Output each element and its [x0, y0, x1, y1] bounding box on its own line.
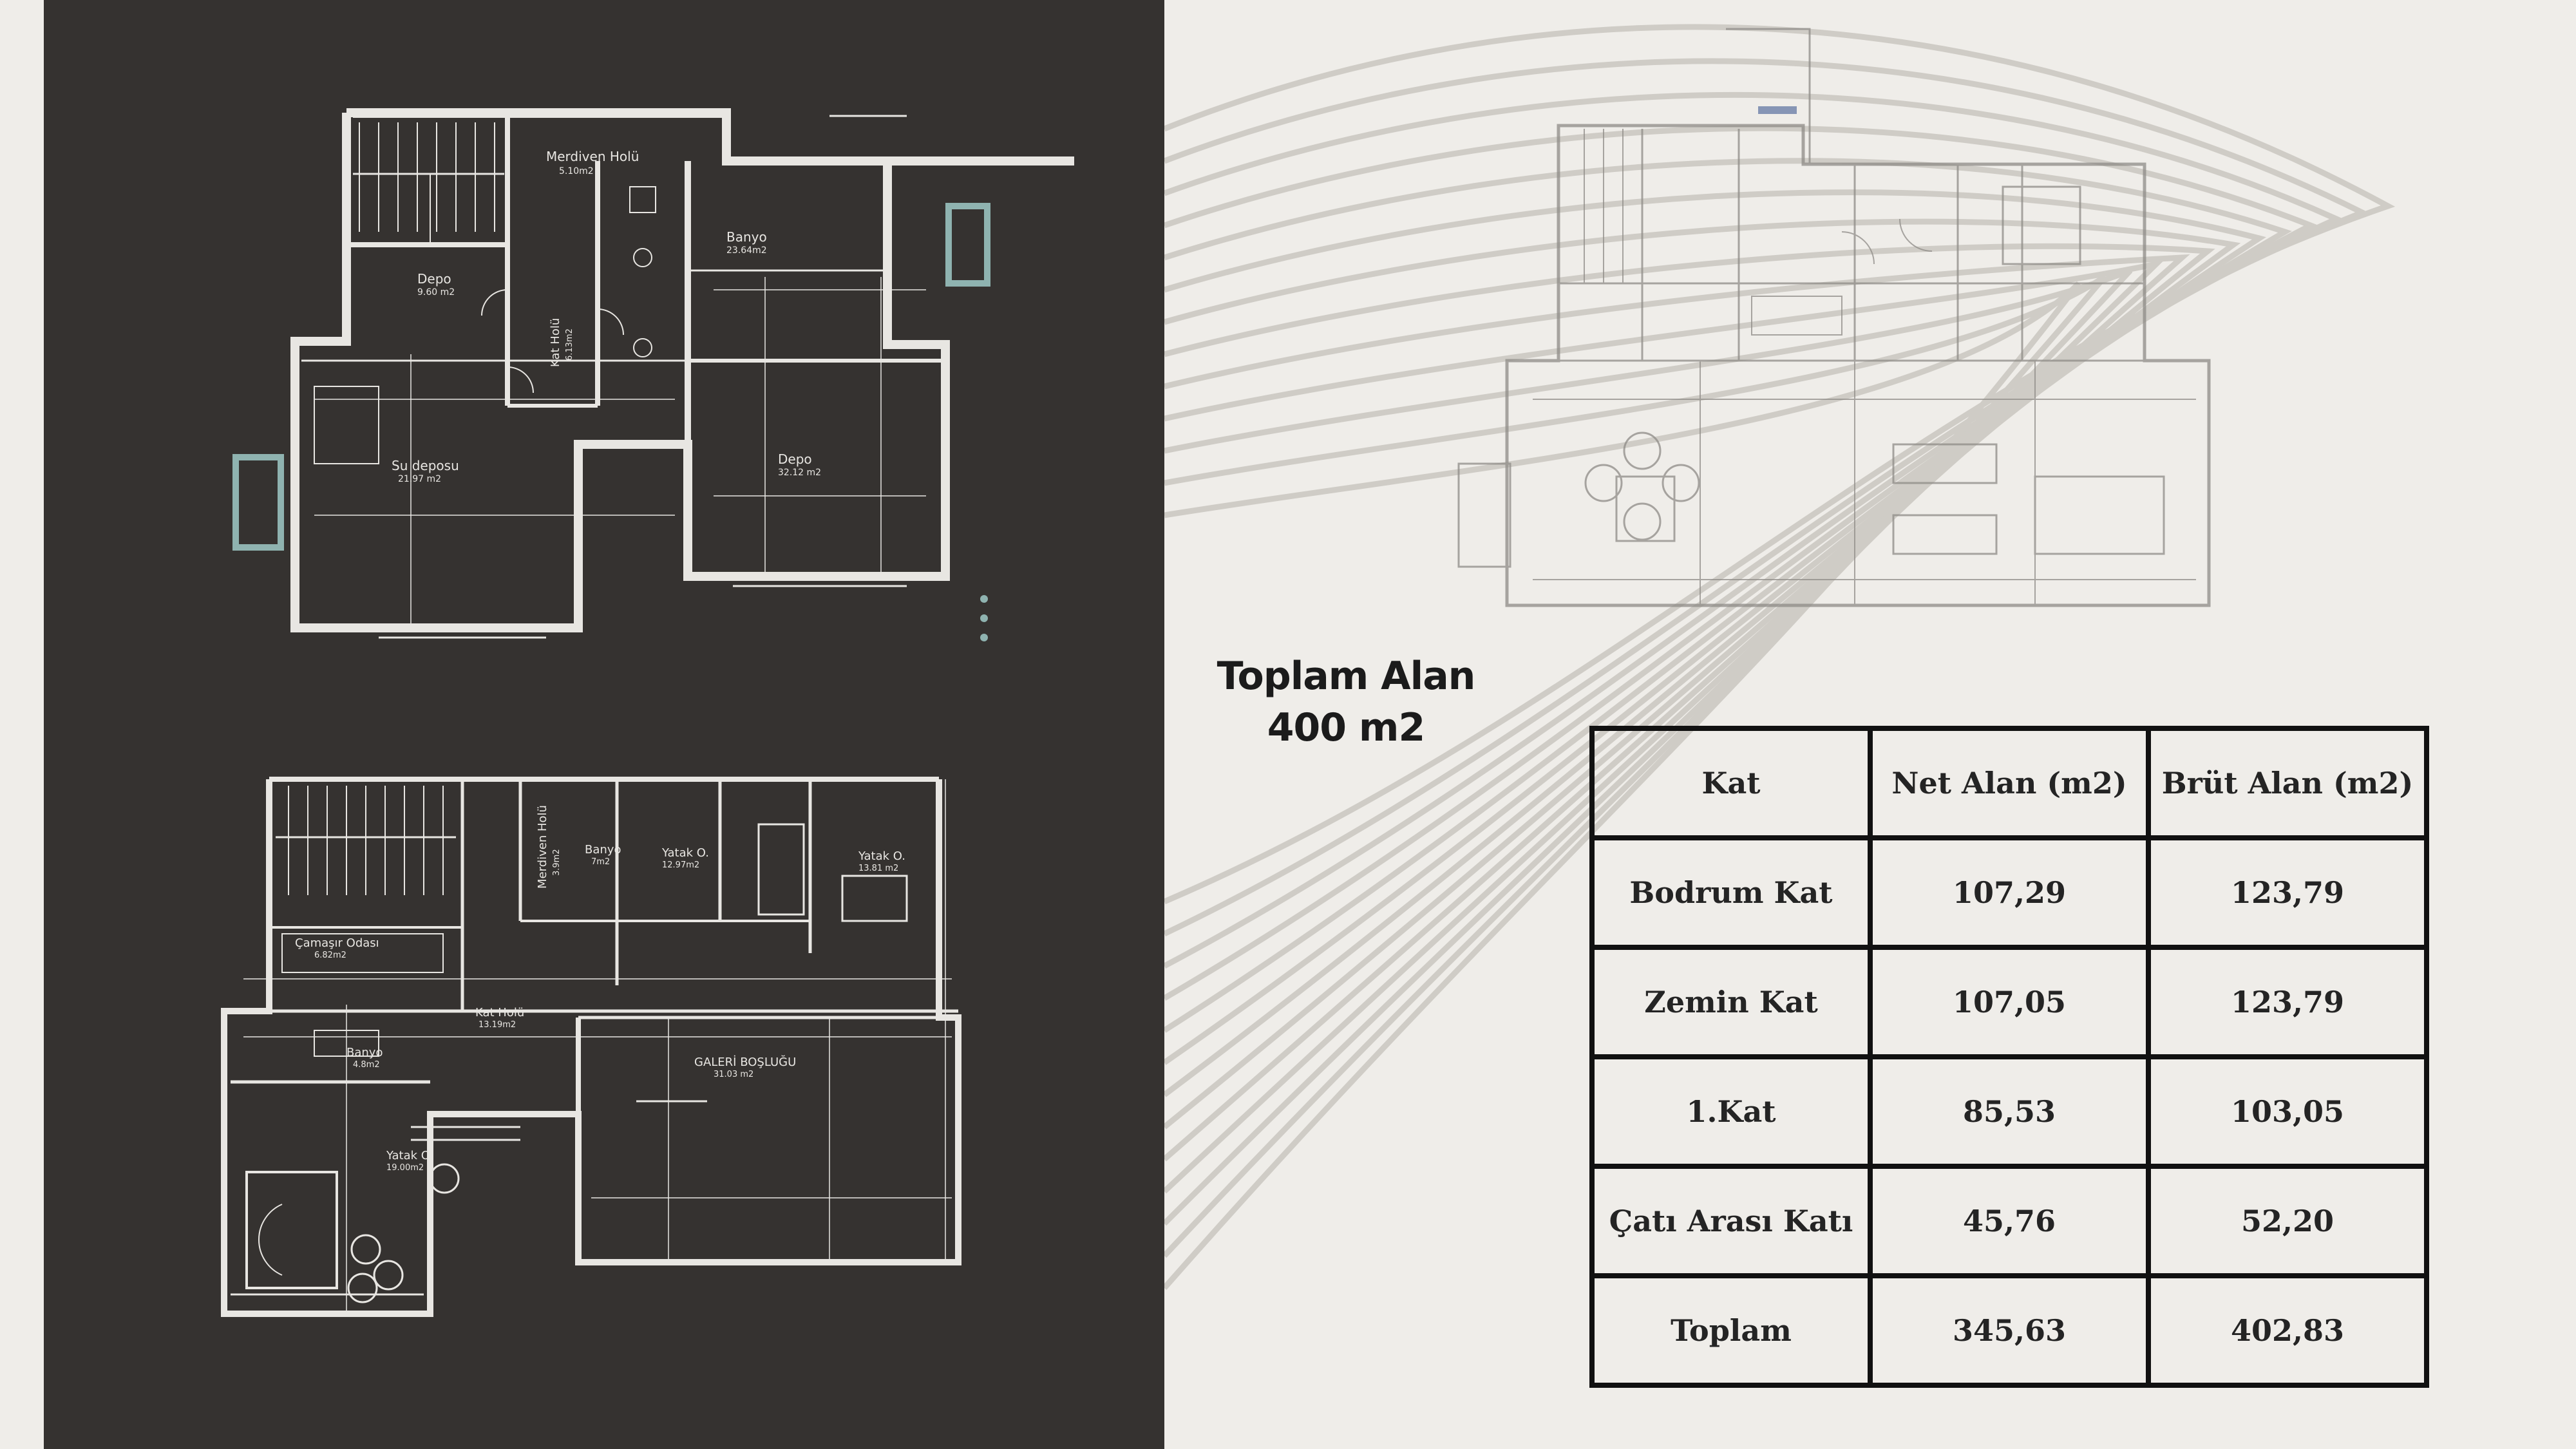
- room-label-kat-holu-2: Kat Holü: [475, 1006, 524, 1019]
- cell-floor-name: Çatı Arası Katı: [1589, 1164, 1873, 1278]
- room-area-merdiven-holu: 5.10m2: [559, 166, 594, 176]
- cell-gross-area: 402,83: [2146, 1273, 2429, 1388]
- room-label-banyo-1: Banyo: [585, 843, 621, 857]
- cell-gross-area: 103,05: [2146, 1054, 2429, 1169]
- cell-net-area: 107,29: [1868, 835, 2151, 950]
- room-area-camasir-odasi: 6.82m2: [314, 951, 346, 960]
- total-area-summary: Toplam Alan 400 m2: [1211, 650, 1481, 753]
- room-label-su-deposu: Su deposu: [392, 458, 459, 473]
- room-label-yatak-o-3: Yatak O.: [386, 1149, 433, 1162]
- header-net-alan: Net Alan (m2): [1868, 726, 2151, 840]
- table-row: 1.Kat 85,53 103,05: [1589, 1054, 2429, 1169]
- ground-floor-plan: Merdiven Holü 3.9m2 Banyo 7m2 Yatak O. 1…: [221, 777, 961, 1317]
- table-row: Zemin Kat 107,05 123,79: [1589, 945, 2429, 1059]
- first-floor-plan: [1457, 28, 2211, 607]
- total-area-value: 400 m2: [1267, 705, 1425, 750]
- room-area-yatak-o-2: 13.81 m2: [858, 864, 898, 873]
- room-area-galeri-boslugu: 31.03 m2: [714, 1070, 753, 1079]
- room-area-banyo: 23.64m2: [726, 245, 767, 256]
- room-area-yatak-o-3: 19.00m2: [386, 1163, 424, 1173]
- total-area-label: Toplam Alan: [1217, 654, 1476, 699]
- table-header-row: Kat Net Alan (m2) Brüt Alan (m2): [1589, 726, 2429, 840]
- room-area-banyo-2: 4.8m2: [353, 1060, 380, 1070]
- room-area-depo-small: 9.60 m2: [417, 287, 455, 298]
- cell-net-area: 85,53: [1868, 1054, 2151, 1169]
- cell-gross-area: 52,20: [2146, 1164, 2429, 1278]
- cell-floor-name: Bodrum Kat: [1589, 835, 1873, 950]
- cell-net-area: 107,05: [1868, 945, 2151, 1059]
- room-label-kat-holu: Kat Holü: [549, 318, 562, 367]
- room-label-depo-small: Depo: [417, 271, 451, 287]
- room-label-banyo: Banyo: [726, 229, 767, 245]
- header-kat: Kat: [1589, 726, 1873, 840]
- cell-floor-name: 1.Kat: [1589, 1054, 1873, 1169]
- room-area-kat-holu-2: 13.19m2: [478, 1020, 516, 1030]
- room-label-merdiven-holu-2: Merdiven Holü: [536, 805, 549, 889]
- cell-gross-area: 123,79: [2146, 945, 2429, 1059]
- room-label-banyo-2: Banyo: [346, 1046, 383, 1059]
- cell-net-area: 45,76: [1868, 1164, 2151, 1278]
- room-label-depo-large: Depo: [778, 451, 812, 467]
- floor-area-table: Kat Net Alan (m2) Brüt Alan (m2) Bodrum …: [1589, 726, 2429, 1388]
- room-area-su-deposu: 21.97 m2: [398, 474, 441, 484]
- room-label-camasir-odasi: Çamaşır Odası: [295, 936, 379, 950]
- cell-floor-name: Zemin Kat: [1589, 945, 1873, 1059]
- room-label-yatak-o-1: Yatak O.: [661, 846, 709, 860]
- header-brut-alan: Brüt Alan (m2): [2146, 726, 2429, 840]
- table-row: Çatı Arası Katı 45,76 52,20: [1589, 1164, 2429, 1278]
- table-row: Toplam 345,63 402,83: [1589, 1273, 2429, 1388]
- room-area-yatak-o-1: 12.97m2: [662, 860, 699, 870]
- room-label-galeri-boslugu: GALERİ BOŞLUĞU: [694, 1055, 796, 1069]
- basement-floor-plan: Merdiven Holü 5.10m2 Banyo 23.64m2 Depo …: [232, 108, 1074, 641]
- dark-panel: Merdiven Holü 5.10m2 Banyo 23.64m2 Depo …: [44, 0, 1164, 1449]
- room-label-yatak-o-2: Yatak O.: [858, 849, 905, 863]
- cell-gross-area: 123,79: [2146, 835, 2429, 950]
- cell-net-area: 345,63: [1868, 1273, 2151, 1388]
- room-area-merdiven-holu-2: 3.9m2: [552, 849, 562, 876]
- room-area-depo-large: 32.12 m2: [778, 468, 821, 478]
- left-margin: [0, 0, 44, 1449]
- room-label-merdiven-holu: Merdiven Holü: [546, 149, 639, 164]
- cell-floor-name: Toplam: [1589, 1273, 1873, 1388]
- table-row: Bodrum Kat 107,29 123,79: [1589, 835, 2429, 950]
- room-area-kat-holu: 6.13m2: [565, 328, 574, 361]
- room-area-banyo-1: 7m2: [591, 857, 610, 867]
